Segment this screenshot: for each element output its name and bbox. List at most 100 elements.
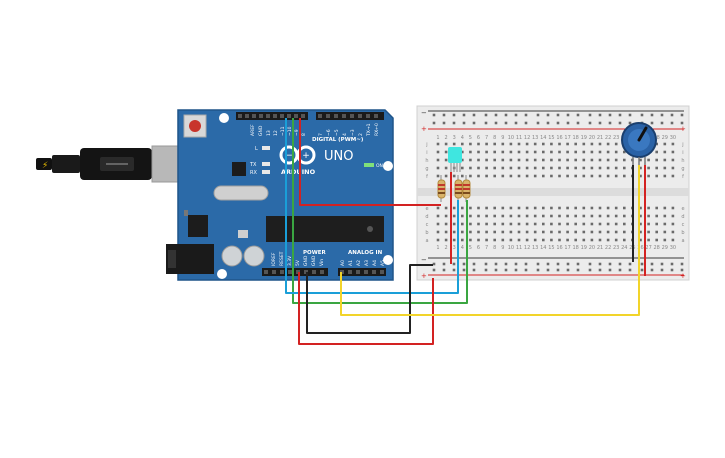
- breadboard-hole[interactable]: [663, 142, 667, 146]
- breadboard-hole[interactable]: [598, 262, 602, 266]
- breadboard-hole[interactable]: [558, 158, 561, 162]
- breadboard-hole[interactable]: [533, 150, 537, 154]
- breadboard-hole[interactable]: [472, 268, 476, 272]
- breadboard-hole[interactable]: [588, 121, 592, 125]
- breadboard-hole[interactable]: [574, 214, 577, 218]
- breadboard-hole[interactable]: [477, 142, 480, 146]
- breadboard-hole[interactable]: [533, 222, 537, 226]
- breadboard-hole[interactable]: [469, 166, 472, 170]
- breadboard-hole[interactable]: [484, 262, 488, 266]
- breadboard-hole[interactable]: [501, 174, 505, 178]
- wire-black-gnd[interactable]: [306, 264, 433, 334]
- breadboard-hole[interactable]: [525, 158, 529, 162]
- breadboard-hole[interactable]: [477, 222, 480, 226]
- breadboard-hole[interactable]: [639, 214, 642, 218]
- breadboard-hole[interactable]: [542, 174, 545, 178]
- breadboard-hole[interactable]: [650, 113, 654, 117]
- breadboard-hole[interactable]: [628, 113, 632, 117]
- breadboard-hole[interactable]: [432, 121, 436, 125]
- breadboard-hole[interactable]: [461, 222, 464, 226]
- breadboard-hole[interactable]: [550, 158, 553, 162]
- breadboard-hole[interactable]: [494, 262, 498, 266]
- breadboard-hole[interactable]: [640, 113, 644, 117]
- breadboard-hole[interactable]: [444, 222, 448, 226]
- breadboard-hole[interactable]: [614, 230, 618, 234]
- breadboard-hole[interactable]: [556, 113, 560, 117]
- breadboard-hole[interactable]: [663, 230, 667, 234]
- breadboard-hole[interactable]: [485, 158, 488, 162]
- breadboard-hole[interactable]: [501, 238, 505, 242]
- breadboard-hole[interactable]: [606, 166, 610, 170]
- breadboard-hole[interactable]: [566, 262, 570, 266]
- breadboard-hole[interactable]: [462, 262, 466, 266]
- breadboard-hole[interactable]: [504, 121, 508, 125]
- breadboard-hole[interactable]: [671, 150, 675, 154]
- breadboard-hole[interactable]: [501, 166, 505, 170]
- breadboard-hole[interactable]: [566, 121, 570, 125]
- breadboard-hole[interactable]: [501, 142, 505, 146]
- breadboard-hole[interactable]: [533, 214, 537, 218]
- breadboard-hole[interactable]: [655, 230, 658, 234]
- breadboard-hole[interactable]: [671, 206, 675, 210]
- breadboard-hole[interactable]: [608, 262, 612, 266]
- breadboard-hole[interactable]: [485, 142, 488, 146]
- resistor[interactable]: [437, 175, 446, 202]
- breadboard-hole[interactable]: [614, 174, 618, 178]
- breadboard-hole[interactable]: [574, 150, 577, 154]
- breadboard-hole[interactable]: [525, 238, 529, 242]
- breadboard-hole[interactable]: [432, 262, 436, 266]
- breadboard-hole[interactable]: [558, 230, 561, 234]
- breadboard-hole[interactable]: [485, 174, 488, 178]
- breadboard-hole[interactable]: [623, 230, 626, 234]
- breadboard-hole[interactable]: [452, 214, 456, 218]
- breadboard-hole[interactable]: [614, 238, 618, 242]
- breadboard-hole[interactable]: [533, 230, 537, 234]
- wire-red-5v[interactable]: [298, 272, 434, 345]
- breadboard-hole[interactable]: [606, 142, 610, 146]
- breadboard-hole[interactable]: [608, 121, 612, 125]
- breadboard-hole[interactable]: [655, 222, 658, 226]
- breadboard-hole[interactable]: [606, 206, 610, 210]
- breadboard-hole[interactable]: [550, 150, 553, 154]
- breadboard-hole[interactable]: [598, 158, 602, 162]
- breadboard-hole[interactable]: [494, 121, 498, 125]
- breadboard-hole[interactable]: [469, 142, 472, 146]
- breadboard-hole[interactable]: [574, 222, 577, 226]
- breadboard-hole[interactable]: [509, 230, 513, 234]
- breadboard-hole[interactable]: [546, 121, 550, 125]
- breadboard-hole[interactable]: [442, 268, 446, 272]
- breadboard-hole[interactable]: [514, 268, 518, 272]
- breadboard-hole[interactable]: [469, 206, 472, 210]
- breadboard-hole[interactable]: [525, 142, 529, 146]
- breadboard-hole[interactable]: [590, 150, 594, 154]
- breadboard-hole[interactable]: [614, 142, 618, 146]
- breadboard-hole[interactable]: [452, 174, 456, 178]
- breadboard-hole[interactable]: [650, 262, 654, 266]
- wire-red-d9[interactable]: [299, 118, 441, 206]
- breadboard-hole[interactable]: [566, 222, 569, 226]
- breadboard-hole[interactable]: [469, 238, 472, 242]
- breadboard-hole[interactable]: [461, 230, 464, 234]
- breadboard-hole[interactable]: [628, 268, 632, 272]
- breadboard-hole[interactable]: [670, 262, 674, 266]
- breadboard-hole[interactable]: [671, 158, 675, 162]
- breadboard-hole[interactable]: [436, 150, 440, 154]
- breadboard-hole[interactable]: [485, 206, 488, 210]
- breadboard-hole[interactable]: [655, 206, 658, 210]
- breadboard-hole[interactable]: [590, 206, 594, 210]
- breadboard-hole[interactable]: [647, 222, 650, 226]
- breadboard-hole[interactable]: [598, 166, 602, 170]
- breadboard-hole[interactable]: [461, 206, 464, 210]
- breadboard-hole[interactable]: [462, 113, 466, 117]
- breadboard-hole[interactable]: [484, 268, 488, 272]
- breadboard-hole[interactable]: [647, 214, 650, 218]
- breadboard-hole[interactable]: [671, 214, 675, 218]
- breadboard-hole[interactable]: [566, 268, 570, 272]
- breadboard-hole[interactable]: [461, 142, 464, 146]
- breadboard-hole[interactable]: [639, 206, 642, 210]
- breadboard-hole[interactable]: [647, 158, 650, 162]
- breadboard-hole[interactable]: [640, 268, 644, 272]
- breadboard-hole[interactable]: [461, 158, 464, 162]
- breadboard-hole[interactable]: [566, 206, 569, 210]
- breadboard-hole[interactable]: [590, 158, 594, 162]
